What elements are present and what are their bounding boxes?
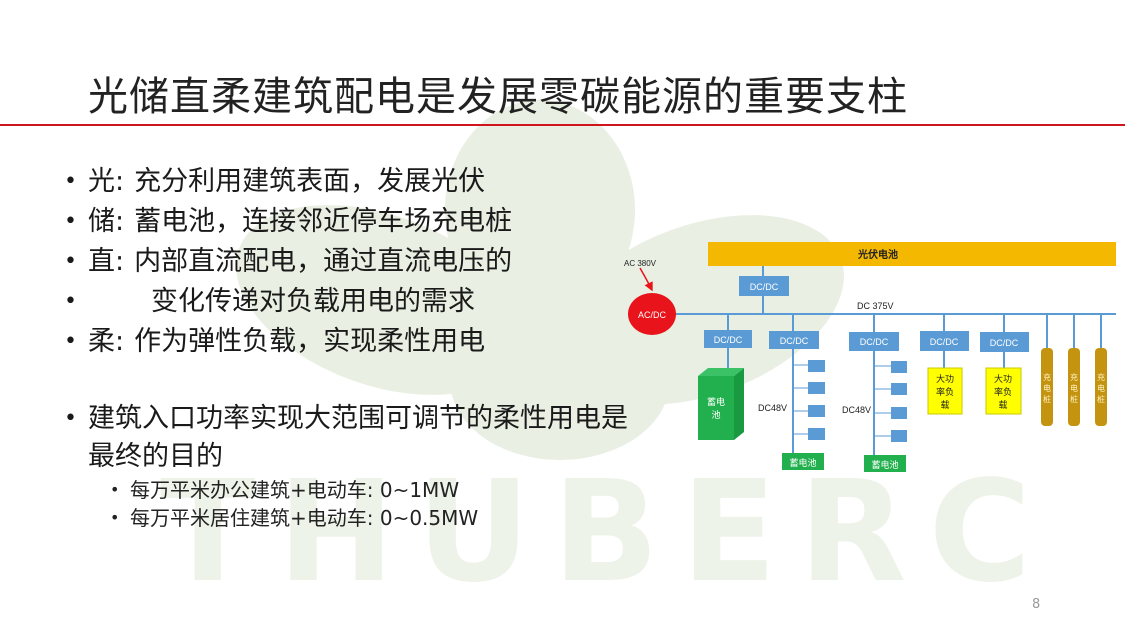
title-divider [0,124,1125,126]
svg-text:大功: 大功 [936,373,954,384]
svg-text:AC 380V: AC 380V [624,259,657,268]
bullet-flex: 柔:作为弹性负载，实现柔性用电 [62,322,662,362]
svg-text:DC/DC: DC/DC [714,335,743,345]
bullet-dc-continued: 变化传递对负载用电的需求 [62,282,662,322]
svg-text:DC/DC: DC/DC [990,338,1019,348]
bullet-goal: 建筑入口功率实现大范围可调节的柔性用电是最终的目的 [62,400,648,476]
svg-text:池: 池 [711,409,720,420]
pv-dcdc-converter [739,276,789,296]
charging-piles: 充电桩 充电桩 充电桩 [1041,314,1107,426]
svg-text:充: 充 [1043,372,1051,382]
svg-text:载: 载 [940,399,949,410]
svg-text:光伏电池: 光伏电池 [857,248,898,261]
svg-text:DC 375V: DC 375V [857,301,894,311]
svg-text:DC48V: DC48V [842,405,871,415]
bullet-pv: 光:充分利用建筑表面，发展光伏 [62,162,662,202]
svg-text:桩: 桩 [1097,394,1105,404]
svg-text:率负: 率负 [994,386,1012,397]
svg-text:DC/DC: DC/DC [930,337,959,347]
battery-cabinet: 蓄电 池 [698,368,744,440]
svg-text:载: 载 [998,399,1007,410]
sub-bullet-residential: 每万平米居住建筑+电动车: 0~0.5MW [62,504,662,532]
battery-bank-1 [782,453,824,470]
page-number: 8 [1032,597,1041,612]
battery-bank-2 [864,455,906,472]
svg-text:DC/DC: DC/DC [780,336,809,346]
svg-text:率负: 率负 [936,386,954,397]
bullet-storage: 储:蓄电池，连接邻近停车场充电桩 [62,202,662,242]
svg-text:电: 电 [1070,383,1078,393]
high-power-load-2 [985,367,1022,415]
svg-text:电: 电 [1043,383,1051,393]
bullet-dc: 直:内部直流配电，通过直流电压的 [62,242,662,282]
svg-text:DC48V: DC48V [758,403,787,413]
svg-text:DC/DC: DC/DC [750,282,779,292]
bullet-list: 光:充分利用建筑表面，发展光伏 储:蓄电池，连接邻近停车场充电桩 直:内部直流配… [62,162,662,532]
sub-bullet-office: 每万平米办公建筑+电动车: 0~1MW [62,476,662,504]
svg-text:AC/DC: AC/DC [638,310,667,320]
page-title: 光储直柔建筑配电是发展零碳能源的重要支柱 [88,74,908,120]
acdc-converter [628,293,676,335]
pv-array-bar [708,242,1116,266]
svg-text:蓄电池: 蓄电池 [871,459,898,470]
svg-text:蓄电: 蓄电 [707,396,725,407]
svg-text:电: 电 [1097,383,1105,393]
svg-text:大功: 大功 [994,373,1012,384]
svg-text:桩: 桩 [1070,394,1078,404]
svg-text:充: 充 [1070,372,1078,382]
svg-text:充: 充 [1097,372,1105,382]
svg-text:桩: 桩 [1043,394,1051,404]
svg-text:蓄电池: 蓄电池 [789,457,816,468]
high-power-load-1 [927,367,963,415]
svg-text:DC/DC: DC/DC [860,337,889,347]
